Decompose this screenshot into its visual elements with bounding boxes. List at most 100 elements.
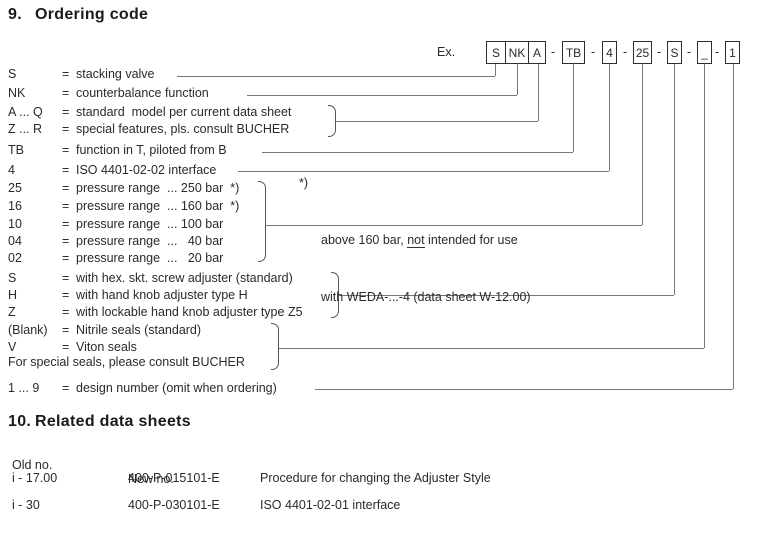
connector-vertical-line xyxy=(642,64,643,225)
group-bracket xyxy=(258,181,266,262)
equals-sign: = xyxy=(62,86,70,100)
cell-description: ISO 4401-02-01 interface xyxy=(260,498,401,512)
example-label: Ex. xyxy=(437,45,456,59)
connector-horizontal-line xyxy=(177,76,495,77)
cell-old-no: i - 30 xyxy=(12,498,40,512)
code-description: ISO 4401-02-02 interface xyxy=(76,163,217,177)
code-description: design number (omit when ordering) xyxy=(76,381,277,395)
code-description: Nitrile seals (standard) xyxy=(76,323,202,337)
section9-title-text: Ordering code xyxy=(35,6,149,23)
connector-vertical-line xyxy=(517,64,518,95)
cell-description: Procedure for changing the Adjuster Styl… xyxy=(260,471,491,485)
equals-sign: = xyxy=(62,217,70,231)
table-header: Old no. New no. xyxy=(0,444,174,486)
connector-horizontal-line xyxy=(339,295,674,296)
example-code-cell: S xyxy=(491,45,500,60)
code-label: NK xyxy=(8,86,26,100)
footnote-emphasis: not xyxy=(407,233,425,248)
example-code-box: _ xyxy=(697,41,712,64)
example-dash: - xyxy=(591,45,596,59)
connector-horizontal-line xyxy=(266,225,642,226)
code-description: pressure range ... 40 bar xyxy=(76,234,224,248)
connector-vertical-line xyxy=(609,64,610,171)
equals-sign: = xyxy=(62,305,70,319)
code-label: 10 xyxy=(8,217,22,231)
group-bracket xyxy=(271,323,279,370)
code-description: pressure range ... 20 bar xyxy=(76,251,224,265)
code-label: Z xyxy=(8,305,16,319)
code-label: Z ... R xyxy=(8,122,43,136)
code-label: S xyxy=(8,271,17,285)
equals-sign: = xyxy=(62,323,70,337)
connector-vertical-line xyxy=(674,64,675,295)
equals-sign: = xyxy=(62,105,70,119)
example-code-box: 25 xyxy=(633,41,652,64)
cell-old-no: i - 17.00 xyxy=(12,471,58,485)
code-label: 1 ... 9 xyxy=(8,381,40,395)
code-label: H xyxy=(8,288,18,302)
code-label: 04 xyxy=(8,234,22,248)
footnote-line2: with WEDA-...-4 (data sheet W-12.00) xyxy=(321,290,531,304)
code-description: with lockable hand knob adjuster type Z5 xyxy=(76,305,303,319)
code-label: S xyxy=(8,67,17,81)
header-new-no: New no. xyxy=(128,472,174,486)
code-description: pressure range ... 160 bar *) xyxy=(76,199,240,213)
connector-horizontal-line xyxy=(315,389,733,390)
example-code-box: S xyxy=(667,41,682,64)
example-code-box: 1 xyxy=(725,41,740,64)
code-label: V xyxy=(8,340,17,354)
code-description: For special seals, please consult BUCHER xyxy=(8,355,245,369)
section10-title: 10.Related data sheets xyxy=(8,413,191,431)
equals-sign: = xyxy=(62,143,70,157)
code-label: 25 xyxy=(8,181,22,195)
code-description: stacking valve xyxy=(76,67,155,81)
equals-sign: = xyxy=(62,381,70,395)
section10-number: 10. xyxy=(8,413,32,430)
code-description: special features, pls. consult BUCHER xyxy=(76,122,290,136)
section9-title: 9. Ordering code xyxy=(8,6,148,24)
section9-number: 9. xyxy=(8,6,22,23)
connector-vertical-line xyxy=(573,64,574,152)
code-description: counterbalance function xyxy=(76,86,209,100)
equals-sign: = xyxy=(62,234,70,248)
connector-vertical-line xyxy=(704,64,705,348)
code-label: 02 xyxy=(8,251,22,265)
example-dash: - xyxy=(715,45,720,59)
footnote-line1: above 160 bar, not intended for use xyxy=(321,233,518,248)
code-label: TB xyxy=(8,143,24,157)
example-code-cell: NK xyxy=(505,42,528,63)
code-description: with hex. skt. screw adjuster (standard) xyxy=(76,271,293,285)
equals-sign: = xyxy=(62,199,70,213)
connector-vertical-line xyxy=(733,64,734,389)
example-code-cell: A xyxy=(528,42,545,63)
example-dash: - xyxy=(657,45,662,59)
code-description: Viton seals xyxy=(76,340,137,354)
cell-new-no: 400-P-030101-E xyxy=(128,498,220,512)
connector-horizontal-line xyxy=(279,348,704,349)
connector-horizontal-line xyxy=(336,121,538,122)
connector-horizontal-line xyxy=(238,171,609,172)
equals-sign: = xyxy=(62,288,70,302)
equals-sign: = xyxy=(62,340,70,354)
code-label: (Blank) xyxy=(8,323,48,337)
example-dash: - xyxy=(687,45,692,59)
group-bracket xyxy=(328,105,336,137)
example-code-box: TB xyxy=(562,41,585,64)
footnote-marker: *) xyxy=(299,176,309,190)
code-label: 4 xyxy=(8,163,15,177)
code-description: pressure range ... 250 bar *) xyxy=(76,181,240,195)
equals-sign: = xyxy=(62,67,70,81)
example-dash: - xyxy=(623,45,628,59)
equals-sign: = xyxy=(62,271,70,285)
connector-vertical-line xyxy=(538,64,539,121)
connector-horizontal-line xyxy=(247,95,517,96)
code-label: A ... Q xyxy=(8,105,43,119)
code-label: 16 xyxy=(8,199,22,213)
code-description: function in T, piloted from B xyxy=(76,143,227,157)
code-description: with hand knob adjuster type H xyxy=(76,288,248,302)
equals-sign: = xyxy=(62,251,70,265)
example-dash: - xyxy=(551,45,556,59)
section10-title-text: Related data sheets xyxy=(35,413,191,430)
